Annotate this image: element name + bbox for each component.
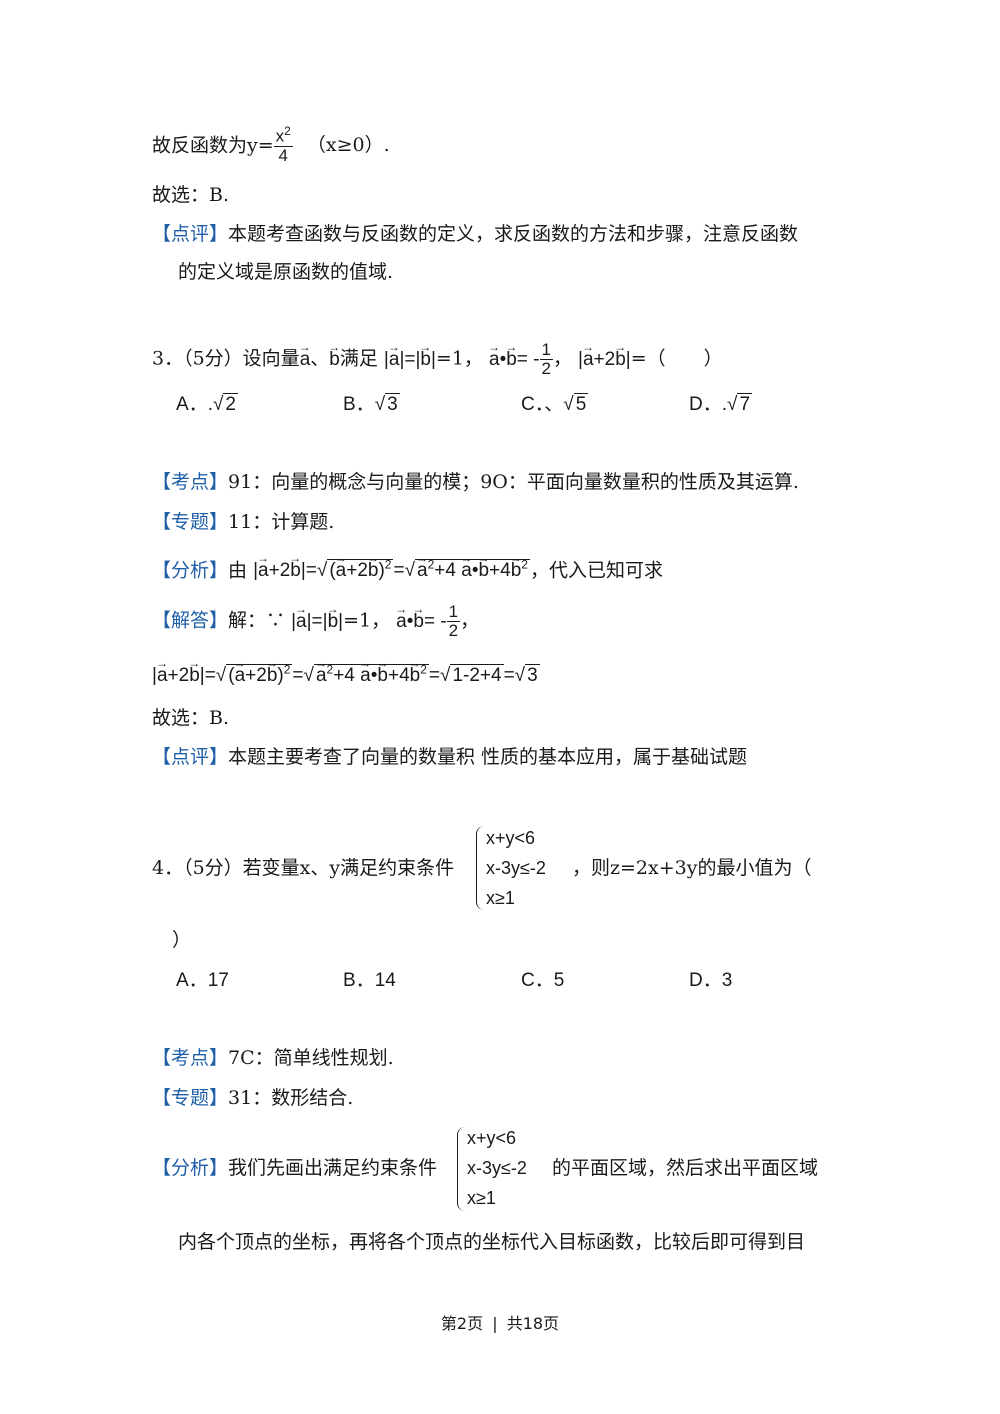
q3-jieda: 【解答】解：∵ |a|=|b|=1， a•b= -12， — [152, 597, 479, 640]
vector-a: a — [299, 335, 311, 372]
vector-b: b — [328, 335, 340, 372]
q4-option-b[interactable]: B．14 — [343, 970, 396, 991]
q3-option-c[interactable]: C．、√5 — [521, 393, 589, 415]
q4-zhuanti: 【专题】31：数形结合. — [152, 1087, 354, 1109]
comment-2: 【点评】本题考查函数与反函数的定义，求反函数的方法和步骤，注意反函数 — [152, 223, 799, 245]
page-footer: 第2页 | 共18页 — [0, 1310, 1000, 1334]
constraint-system-1: x+y<6 x-3y≤-2 x≥1 — [486, 828, 546, 908]
q3-choose: 故选：B. — [152, 707, 230, 729]
page-number: 第2页 — [440, 1314, 484, 1333]
q3-fenxi: 【分析】由 |a+2b|=√(a+2b)2=√a2+4 a•b+4b2，代入已知… — [152, 546, 663, 583]
q3-option-d[interactable]: D．.√7 — [689, 393, 753, 415]
question-3: 3．（5分）设向量a、b满足 |a|=|b|=1， a•b= -12， |a+2… — [152, 335, 723, 378]
constraint-brace-1 — [476, 826, 486, 910]
domain-text: （x≥0）. — [306, 134, 390, 157]
q3-result-line: |a+2b|=√(a+2b)2=√a2+4 a•b+4b2=√1-2+4=√3 — [152, 651, 540, 688]
q4-fenxi-tail: 的平面区域，然后求出平面区域 — [552, 1157, 819, 1179]
q4-option-a[interactable]: A．17 — [176, 970, 229, 991]
q3-option-b[interactable]: B．√3 — [343, 393, 400, 415]
q4-option-d[interactable]: D．3 — [689, 970, 733, 991]
q3-kaodian: 【考点】91：向量的概念与向量的模；9O：平面向量数量积的性质及其运算. — [152, 471, 799, 493]
constraint-system-2: x+y<6 x-3y≤-2 x≥1 — [467, 1128, 527, 1208]
page-total: 共18页 — [506, 1314, 560, 1333]
question-4-tail: ，则z=2x+3y的最小值为（ — [572, 857, 812, 879]
q3-dianping: 【点评】本题主要考查了向量的数量积 性质的基本应用，属于基础试题 — [152, 746, 748, 768]
q3-zhuanti: 【专题】11：计算题. — [152, 511, 335, 533]
footer-separator: | — [492, 1314, 498, 1333]
comment-tag: 【点评】 — [152, 223, 229, 245]
question-4-prefix: 4．（5分）若变量x、y满足约束条件 — [152, 857, 455, 879]
q4-kaodian: 【考点】7C：简单线性规划. — [152, 1047, 394, 1069]
q3-option-a[interactable]: A．.√2 — [176, 393, 238, 415]
constraint-brace-2 — [457, 1127, 467, 1211]
comment-2-line2: 的定义域是原函数的值域. — [178, 261, 394, 283]
q4-fenxi-line2: 内各个顶点的坐标，再将各个顶点的坐标代入目标函数，比较后即可得到目 — [178, 1231, 806, 1253]
choose-answer-2: 故选：B. — [152, 184, 230, 206]
inverse-text: 故反函数为y= — [152, 134, 274, 157]
q4-fenxi: 【分析】我们先画出满足约束条件 — [152, 1157, 438, 1179]
question-4-close: ） — [172, 929, 192, 951]
q4-option-c[interactable]: C．5 — [521, 970, 565, 991]
